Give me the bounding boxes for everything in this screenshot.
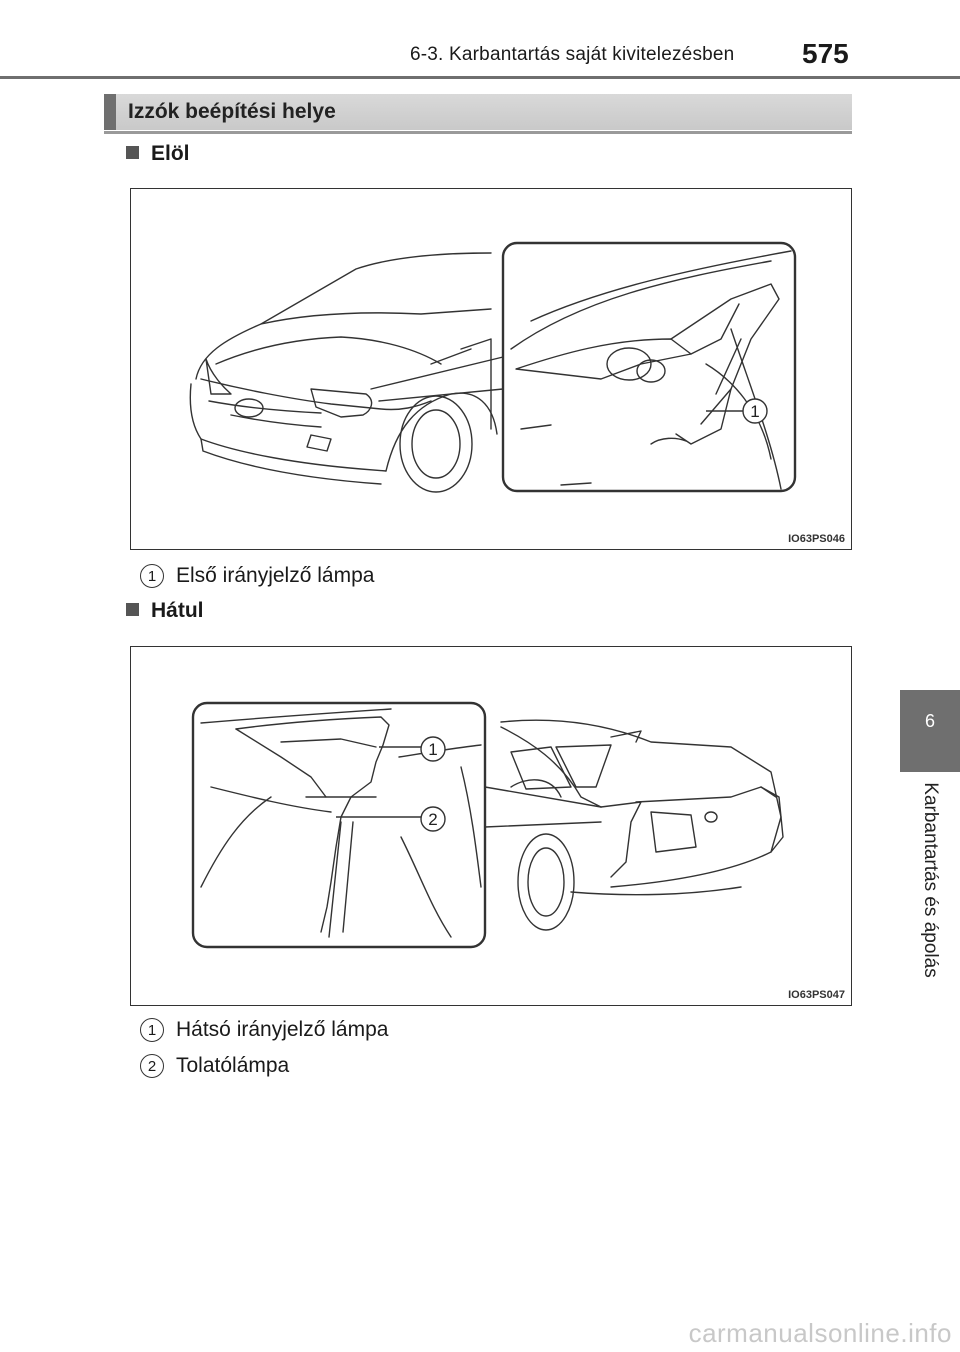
rear-car-illustration: 1 2 [191, 701, 784, 949]
front-car-illustration: 1 [189, 241, 797, 493]
section-title-bar: Izzók beépítési helye [104, 94, 852, 130]
chapter-number: 6 [924, 711, 935, 731]
bullet-square-icon [126, 146, 139, 159]
front-callout-marker-1: 1 [750, 402, 759, 421]
callout-number-badge: 1 [140, 564, 164, 588]
rear-heading-text: Hátul [151, 599, 204, 622]
rear-figure: 1 2 IO63PS047 [130, 646, 852, 1006]
page-number: 575 [802, 38, 849, 69]
callout-label: Hátsó irányjelző lámpa [176, 1018, 389, 1041]
rear-callout-1: 1 Hátsó irányjelző lámpa [140, 1018, 388, 1042]
header-title: 6-3. Karbantartás saját kivitelezésben [410, 44, 735, 65]
rear-callout-marker-2: 2 [428, 810, 437, 829]
rear-callout-marker-1: 1 [428, 740, 437, 759]
front-figure-code: IO63PS046 [788, 533, 845, 545]
front-callout-1: 1 Első irányjelző lámpa [140, 564, 374, 588]
callout-label: Tolatólámpa [176, 1054, 290, 1077]
rear-callout-2: 2 Tolatólámpa [140, 1054, 289, 1078]
callout-number-badge: 2 [140, 1054, 164, 1078]
callout-label: Első irányjelző lámpa [176, 564, 375, 587]
chapter-tab[interactable]: 6 [900, 690, 960, 772]
front-heading-text: Elöl [151, 142, 190, 165]
watermark: carmanualsonline.info [688, 1318, 952, 1348]
rear-figure-code: IO63PS047 [788, 989, 845, 1001]
header-rule [0, 76, 960, 79]
section-title: Izzók beépítési helye [128, 100, 336, 123]
front-figure: 1 IO63PS046 [130, 188, 852, 550]
callout-number-badge: 1 [140, 1018, 164, 1042]
section-underline [104, 131, 852, 134]
bullet-square-icon [126, 603, 139, 616]
chapter-title: Karbantartás és ápolás [920, 782, 941, 978]
rear-heading: Hátul [126, 599, 204, 623]
front-heading: Elöl [126, 142, 190, 166]
